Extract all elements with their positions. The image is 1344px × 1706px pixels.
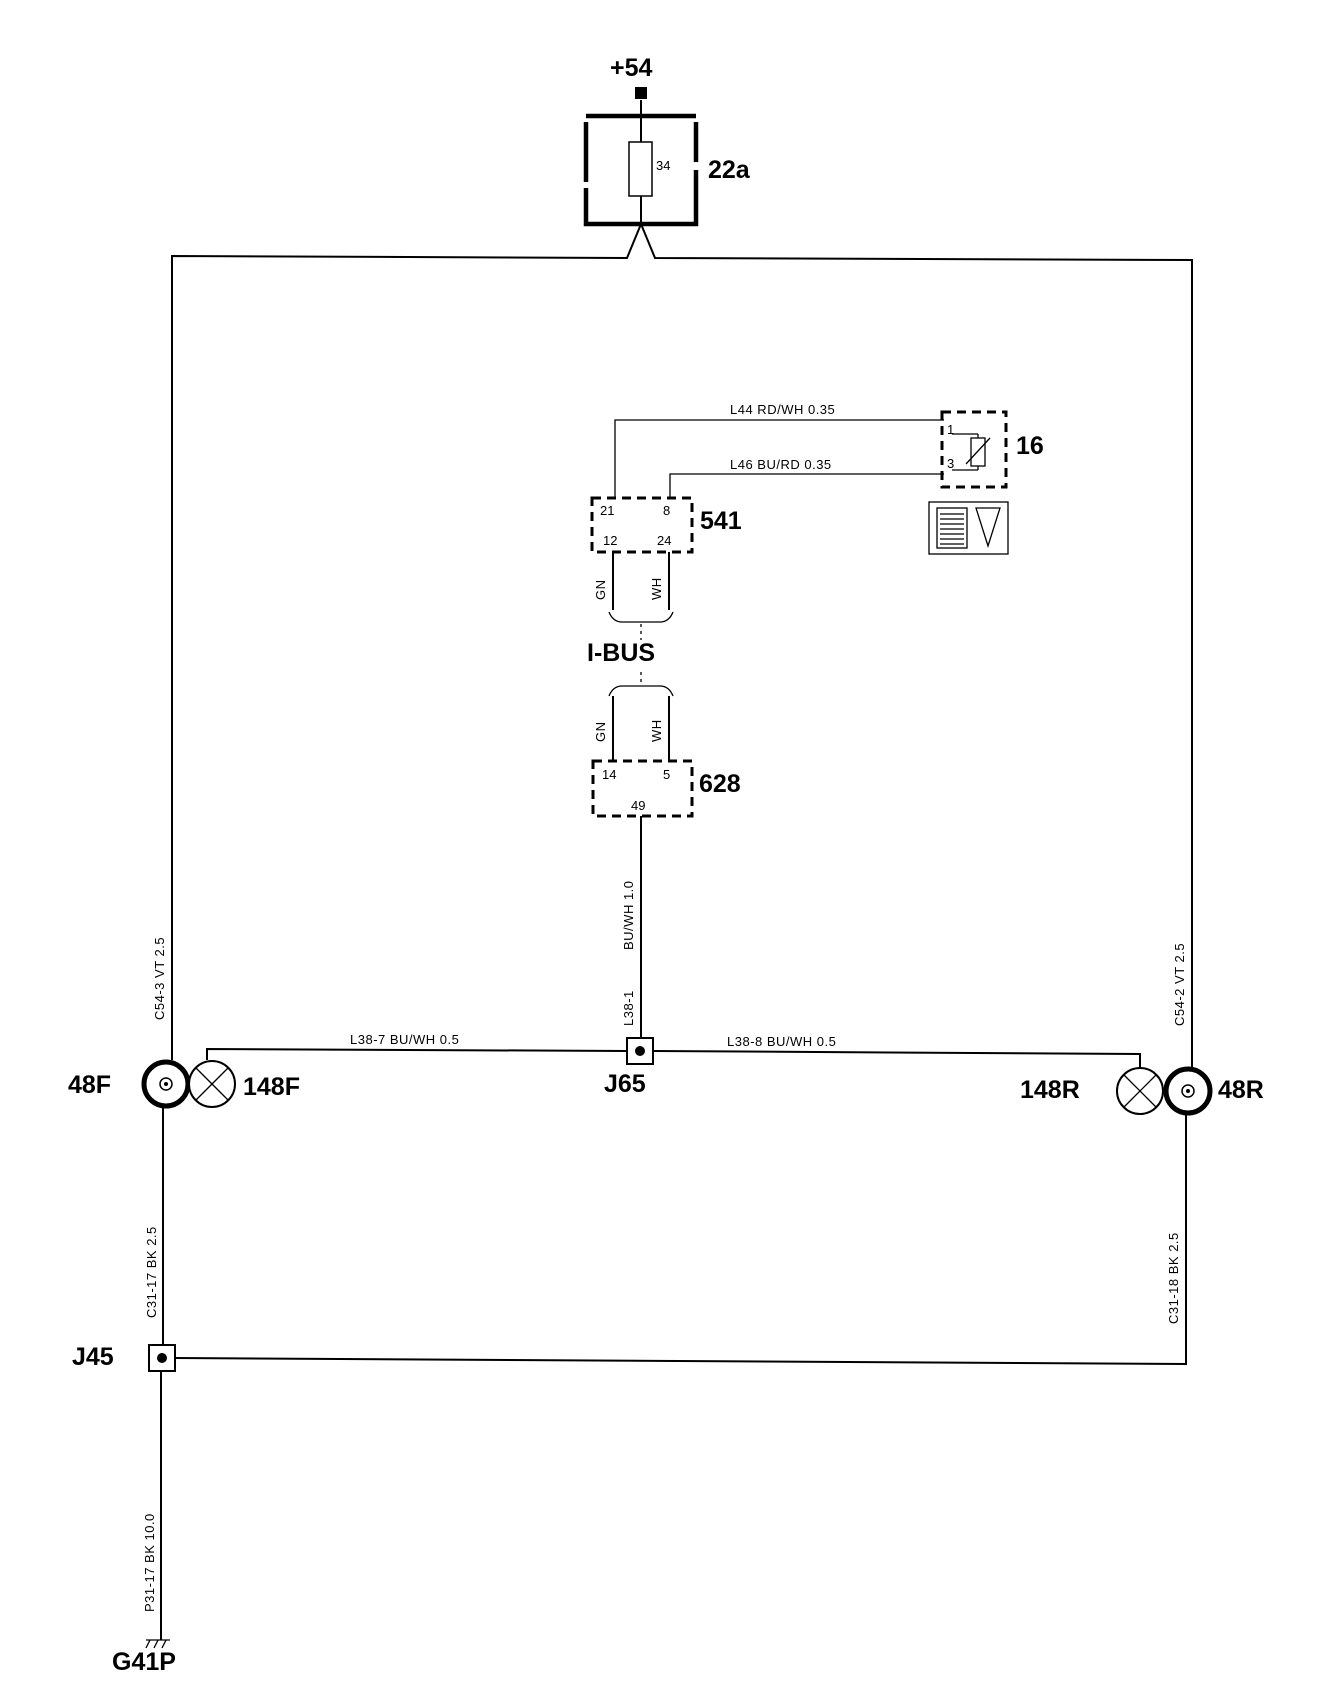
wire-c54-3-label: C54-3 VT 2.5 xyxy=(152,937,167,1020)
wire-c31-18-label: C31-18 BK 2.5 xyxy=(1166,1232,1181,1324)
sensor-ref: 16 xyxy=(1016,432,1044,460)
module-628-pin-5: 5 xyxy=(663,767,670,782)
wire-c54-2-label: C54-2 VT 2.5 xyxy=(1172,943,1187,1026)
splice-j45-label: J45 xyxy=(72,1343,114,1371)
sensor-16: 1 3 16 xyxy=(940,410,1044,489)
lamp-148f: 148F xyxy=(188,1060,300,1108)
ibus-label: I-BUS xyxy=(587,639,655,667)
ibus-wire-wh-top: WH xyxy=(649,577,664,600)
module-628: 14 5 49 628 xyxy=(591,759,741,818)
ibus-wire-gn-top: GN xyxy=(593,580,608,601)
fuse-element xyxy=(628,141,653,197)
wire-l38-7 xyxy=(206,1047,628,1060)
splice-j65-label: J65 xyxy=(604,1070,646,1098)
wire-l38-8-label: L38-8 BU/WH 0.5 xyxy=(727,1034,836,1049)
wire-l38-8 xyxy=(652,1050,1141,1068)
splice-j65: J65 xyxy=(604,1037,654,1098)
fuse-block: 34 22a xyxy=(583,113,751,227)
power-label: +54 xyxy=(610,54,653,82)
sensor-pin-3: 3 xyxy=(947,456,954,471)
lamp-148r: 148R xyxy=(1020,1067,1164,1115)
power-terminal: +54 xyxy=(610,54,653,116)
module-541-pin-24: 24 xyxy=(657,533,671,548)
ground-label: G41P xyxy=(112,1648,176,1676)
ibus-wire-wh-bottom: WH xyxy=(649,719,664,742)
wire-supply-left xyxy=(171,223,642,1060)
splice-j45: J45 xyxy=(72,1343,176,1372)
wire-l44-label: L44 RD/WH 0.35 xyxy=(730,402,835,417)
module-628-pin-14: 14 xyxy=(602,767,616,782)
speaker-48r: 48R xyxy=(1163,1066,1264,1116)
speaker-48r-label: 48R xyxy=(1218,1076,1264,1104)
ibus-section: GN WH I-BUS GN WH xyxy=(587,552,674,761)
module-541: 21 8 12 24 541 xyxy=(590,496,742,554)
wire-l46-label: L46 BU/RD 0.35 xyxy=(730,457,832,472)
speaker-48f-label: 48F xyxy=(68,1071,111,1099)
wire-l44 xyxy=(614,419,944,498)
module-541-pin-12: 12 xyxy=(603,533,617,548)
wire-l46 xyxy=(669,473,944,498)
ground-g41p: G41P xyxy=(112,1639,176,1676)
module-628-pin-49: 49 xyxy=(631,798,645,813)
module-541-ref: 541 xyxy=(700,507,742,535)
wire-l38-7-label: L38-7 BU/WH 0.5 xyxy=(350,1032,459,1047)
wire-c31-18 xyxy=(174,1115,1187,1366)
fuse-rating: 34 xyxy=(656,158,670,173)
wire-l38-1-label: L38-1 xyxy=(621,990,636,1026)
wire-c31-17-label: C31-17 BK 2.5 xyxy=(144,1226,159,1318)
wire-supply-right xyxy=(640,223,1193,1068)
module-628-ref: 628 xyxy=(699,770,741,798)
module-541-pin-8: 8 xyxy=(663,503,670,518)
wire-bu-wh-1-label: BU/WH 1.0 xyxy=(621,880,636,950)
location-icon xyxy=(928,501,1009,555)
fuse-ref: 22a xyxy=(708,156,751,184)
module-541-pin-21: 21 xyxy=(600,503,614,518)
wire-p31-17-label: P31-17 BK 10.0 xyxy=(142,1513,157,1612)
lamp-148f-label: 148F xyxy=(243,1073,300,1101)
sensor-pin-1: 1 xyxy=(947,422,954,437)
speaker-48f: 48F xyxy=(68,1059,191,1109)
lamp-148r-label: 148R xyxy=(1020,1076,1080,1104)
ibus-wire-gn-bottom: GN xyxy=(593,722,608,743)
